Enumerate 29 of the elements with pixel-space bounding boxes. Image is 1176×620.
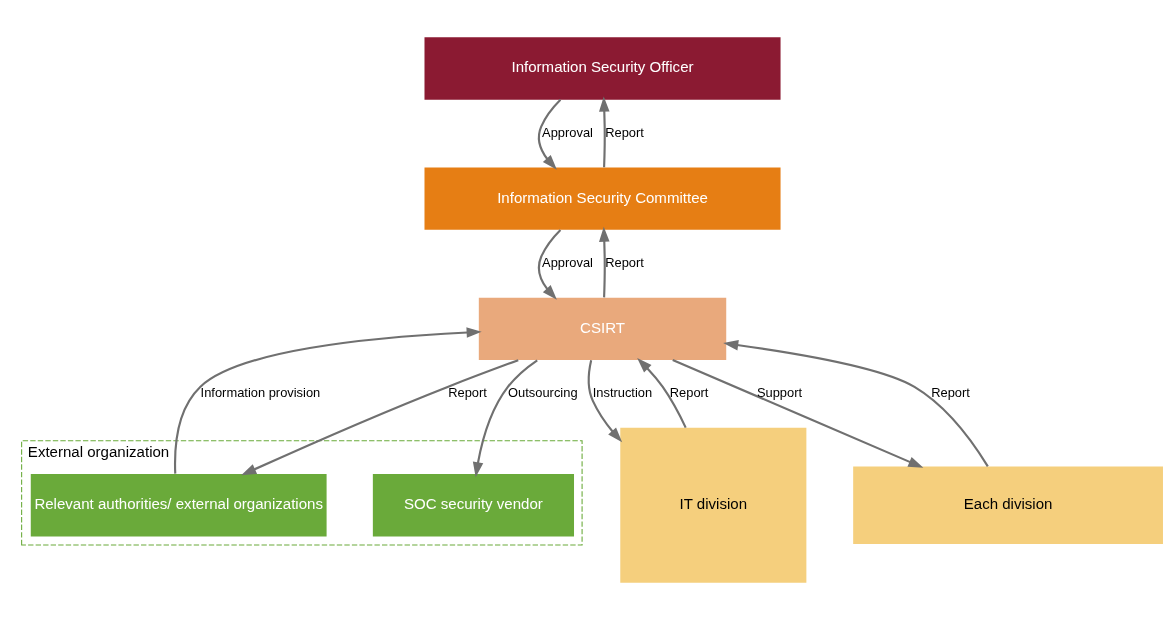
- edge-label: Report: [931, 385, 970, 401]
- arrow: [672, 359, 924, 468]
- arrow: [587, 360, 623, 443]
- edge-label: Instruction: [592, 385, 653, 401]
- edge-label: Information provision: [200, 385, 321, 401]
- edge-label: Outsourcing: [508, 385, 578, 401]
- edge-label: Report: [669, 385, 709, 401]
- arrow: [537, 229, 562, 300]
- arrow: [174, 327, 482, 474]
- arrow: [241, 359, 519, 476]
- node-box: CSIRT: [478, 297, 727, 360]
- arrow: [723, 339, 989, 467]
- node-box: Each division: [853, 466, 1163, 544]
- edge-label: Report: [448, 385, 487, 401]
- edge-label: Support: [756, 385, 803, 401]
- node-box: Information Security Officer: [424, 37, 781, 100]
- edge-label: Report: [605, 255, 644, 271]
- arrow: [599, 226, 610, 298]
- arrow: [637, 358, 687, 429]
- node-box: Relevant authorities/ external organizations: [30, 474, 327, 537]
- node-box: SOC security vendor: [372, 474, 574, 537]
- arrow: [472, 359, 538, 478]
- arrow: [599, 96, 610, 168]
- node-box: IT division: [620, 427, 807, 583]
- edge-label: Report: [605, 124, 644, 140]
- arrow: [537, 99, 562, 170]
- edge-label: Approval: [542, 124, 594, 140]
- node-box: Information Security Committee: [424, 167, 781, 230]
- edge-label: Approval: [542, 255, 594, 271]
